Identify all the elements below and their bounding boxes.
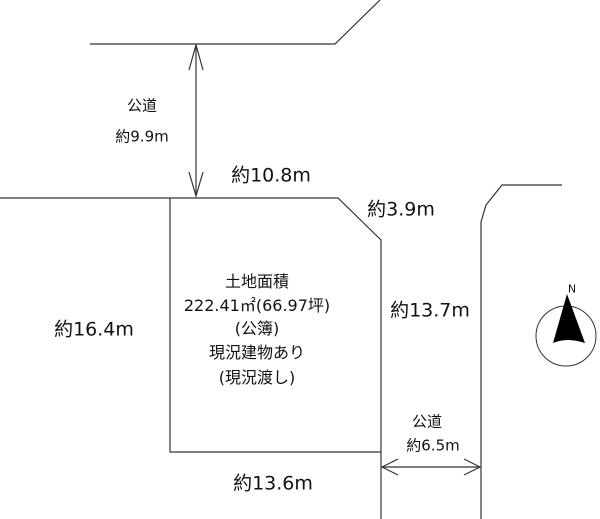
compass-north-arrow-icon: [535, 294, 597, 367]
lot-west-south-boundary: [169, 198, 381, 453]
south-dimension: 約13.6m: [233, 472, 313, 495]
east-road-width-arrow: [380, 458, 482, 476]
north-road-width-arrow: [188, 42, 204, 199]
corner-cut-dimension: 約3.9m: [367, 198, 435, 221]
north-dimension: 約10.8m: [231, 164, 311, 187]
lot-boundary: [0, 197, 382, 519]
west-dimension: 約16.4m: [54, 318, 134, 341]
north-road-width: 約9.9m: [115, 127, 169, 146]
compass-label: N: [567, 282, 577, 296]
delivery-status: (現況渡し): [218, 368, 296, 387]
lot-area-title: 土地面積: [224, 272, 290, 291]
east-road-edge: [480, 184, 562, 519]
lot-area-value: 222.41㎡(66.97坪): [183, 296, 331, 315]
building-status: 現況建物あり: [208, 343, 306, 362]
north-road-label: 公道: [126, 96, 158, 115]
east-dimension: 約13.7m: [390, 299, 470, 322]
lot-area-source: (公簿): [234, 319, 280, 338]
north-road-edge: [90, 0, 381, 45]
east-road-label: 公道: [411, 412, 443, 431]
east-road-width: 約6.5m: [406, 436, 460, 455]
